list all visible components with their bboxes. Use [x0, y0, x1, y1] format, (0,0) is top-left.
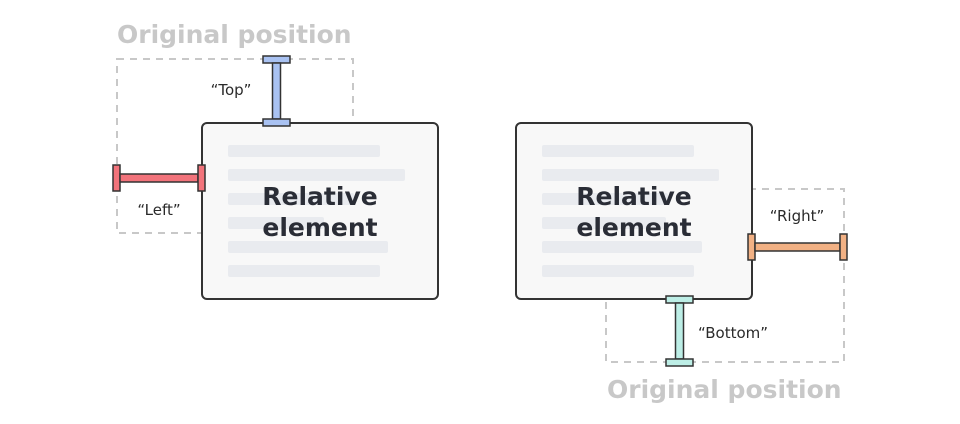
placeholder-line — [228, 217, 324, 229]
right-marker-cap-inner — [747, 233, 756, 261]
right-marker-stem — [754, 242, 841, 252]
right-diagram: Relative element “Right” “Bottom” Origin… — [515, 122, 848, 404]
placeholder-line — [542, 145, 694, 157]
placeholder-lines-right — [542, 145, 719, 277]
placeholder-lines-left — [228, 145, 405, 277]
placeholder-line — [542, 265, 694, 277]
top-marker-cap-upper — [262, 55, 291, 64]
relative-element-box-left — [201, 122, 439, 300]
left-offset-marker — [112, 164, 206, 192]
placeholder-line — [228, 193, 354, 205]
placeholder-line — [542, 217, 666, 229]
left-marker-stem — [119, 173, 199, 183]
left-marker-cap-inner — [197, 164, 206, 192]
right-offset-marker — [747, 233, 848, 261]
top-marker-cap-lower — [262, 118, 291, 127]
placeholder-line — [228, 241, 388, 253]
bottom-offset-label: “Bottom” — [698, 324, 768, 342]
original-position-label-top: Original position — [117, 20, 352, 49]
right-offset-label: “Right” — [770, 207, 825, 225]
relative-element-label-line1: Relative — [262, 182, 377, 211]
top-marker-stem — [271, 62, 282, 120]
original-position-outline-left — [116, 58, 354, 234]
top-offset-marker — [262, 55, 291, 127]
relative-element-label-line1: Relative — [576, 182, 691, 211]
placeholder-line — [542, 169, 719, 181]
bottom-marker-stem — [674, 302, 685, 360]
left-marker-cap-outer — [112, 164, 121, 192]
bottom-marker-cap-upper — [665, 295, 694, 304]
placeholder-line — [228, 145, 380, 157]
placeholder-line — [542, 193, 668, 205]
bottom-marker-cap-lower — [665, 358, 694, 367]
relative-element-box-right — [515, 122, 753, 300]
right-marker-cap-outer — [839, 233, 848, 261]
bottom-offset-marker — [665, 295, 694, 367]
left-diagram: Original position Relative element “Top”… — [112, 20, 439, 300]
relative-element-label-line2: element — [262, 213, 377, 242]
placeholder-line — [542, 241, 702, 253]
top-offset-label: “Top” — [211, 81, 252, 99]
relative-element-label-line2: element — [576, 213, 691, 242]
left-offset-label: “Left” — [137, 201, 180, 219]
placeholder-line — [228, 169, 405, 181]
placeholder-line — [228, 265, 380, 277]
original-position-label-bottom: Original position — [607, 375, 842, 404]
